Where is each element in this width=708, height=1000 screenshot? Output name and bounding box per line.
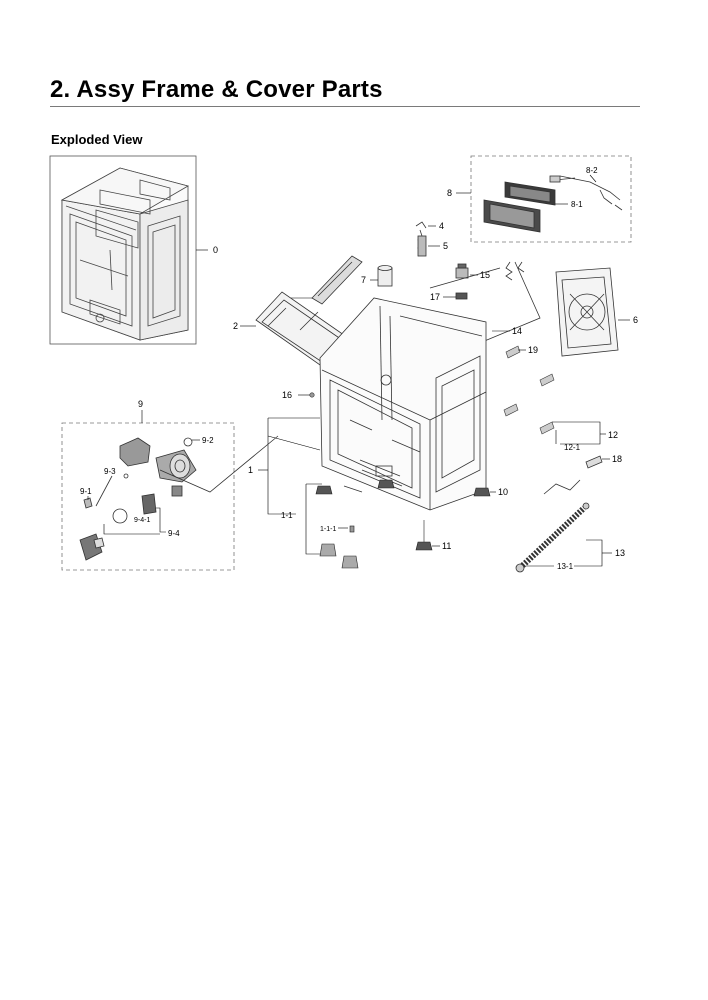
title-divider — [50, 106, 640, 107]
power-plug-part — [543, 455, 603, 495]
main-frame-assembly — [319, 297, 487, 511]
damper-cylinder-part — [377, 265, 393, 287]
callout-18: 18 — [612, 454, 622, 464]
section-title: 2. Assy Frame & Cover Parts — [50, 76, 383, 103]
callout-9-3: 9-3 — [104, 467, 116, 476]
callout-12: 12 — [608, 430, 618, 440]
screw-16-part — [309, 392, 315, 398]
callout-0: 0 — [213, 245, 218, 255]
leveling-feet — [315, 479, 491, 569]
connector-parts — [455, 263, 469, 300]
callout-1-bracket — [258, 417, 321, 515]
callout-9-1: 9-1 — [80, 487, 92, 496]
callout-15: 15 — [480, 270, 490, 280]
drain-pump-parts — [79, 435, 279, 561]
callout-14: 14 — [512, 326, 522, 336]
rear-cover-frame — [555, 267, 619, 357]
callout-13-bracket — [526, 539, 612, 567]
callout-7: 7 — [361, 275, 366, 285]
callout-10: 10 — [498, 487, 508, 497]
callout-8-2: 8-2 — [586, 166, 598, 175]
callout-6: 6 — [633, 315, 638, 325]
side-bolts — [503, 345, 555, 435]
drain-hose-part — [515, 502, 590, 573]
callout-17: 17 — [430, 292, 440, 302]
top-brace-part — [311, 255, 363, 305]
callout-1-1-1: 1-1-1 — [320, 526, 336, 533]
callout-4: 4 — [439, 221, 444, 231]
callout-8-1: 8-1 — [571, 200, 583, 209]
callout-8: 8 — [447, 188, 452, 198]
callout-9-2: 9-2 — [202, 436, 214, 445]
pcb-assembly-parts — [483, 175, 623, 233]
callout-19: 19 — [528, 345, 538, 355]
hanger-spring-part — [415, 221, 427, 257]
callout-9-4: 9-4 — [168, 529, 180, 538]
callout-9-4-1: 9-4-1 — [134, 517, 150, 524]
callout-11: 11 — [442, 541, 451, 551]
callout-9: 9 — [138, 399, 143, 409]
callout-16: 16 — [282, 390, 292, 400]
callout-12-1: 12-1 — [564, 443, 581, 452]
group-box-9 — [61, 422, 235, 571]
callout-1-1: 1-1 — [281, 511, 293, 520]
callout-12-bracket — [552, 421, 606, 445]
callout-13-1: 13-1 — [557, 562, 574, 571]
group-box-8 — [470, 155, 632, 243]
assembled-cabinet-box — [49, 155, 197, 345]
callout-13: 13 — [615, 548, 625, 558]
callout-1: 1 — [248, 465, 253, 475]
callout-2: 2 — [233, 321, 238, 331]
exploded-view-heading: Exploded View — [51, 132, 143, 147]
callout-5: 5 — [443, 241, 448, 251]
